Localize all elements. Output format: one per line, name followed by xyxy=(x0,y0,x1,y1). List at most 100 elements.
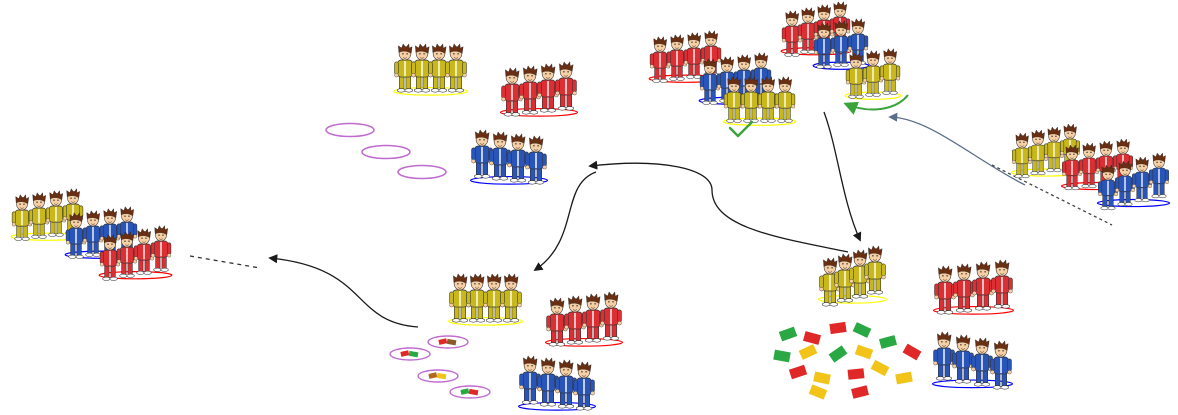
confetti-piece-9 xyxy=(878,335,898,349)
stage-incoming-mix-person xyxy=(1098,164,1118,211)
stage-empty-slots-person xyxy=(537,63,559,113)
merged-line-continuation xyxy=(189,255,261,269)
stage-incoming-mix-person xyxy=(1044,126,1064,173)
stage-empty-slots-ground-ring-3 xyxy=(470,175,549,185)
slot-card xyxy=(446,338,457,346)
confetti-piece-13 xyxy=(847,368,865,380)
filled-slot-ring-4 xyxy=(449,385,491,399)
confetti-piece-10 xyxy=(902,343,922,361)
stage-incoming-mix-person xyxy=(1079,142,1099,189)
stage-accepted-mix-person xyxy=(757,76,779,123)
stage-empty-slots-person xyxy=(501,67,523,117)
stage-random-mix-person xyxy=(952,334,974,384)
filled-slot-ring-2 xyxy=(427,335,469,349)
accept-arrow xyxy=(843,94,909,115)
stage-random-mix-person xyxy=(991,259,1013,309)
stage-empty-slots-person xyxy=(555,61,577,111)
stage-empty-slots-person xyxy=(471,129,493,179)
slot-card xyxy=(438,338,448,345)
stage-accepted-mix-ground-ring-17 xyxy=(722,117,797,126)
empty-slot-ring-2 xyxy=(361,144,411,160)
stage-filled-slots-person xyxy=(466,273,488,323)
slot-card xyxy=(400,350,410,357)
stage-filled-slots-person xyxy=(519,355,541,405)
stage-merged-line-person xyxy=(150,225,172,272)
stage-merged-line-ground-ring-9 xyxy=(98,271,173,280)
stage-empty-slots-person xyxy=(507,133,529,183)
people-groups xyxy=(10,1,1171,411)
stage-random-mix-ground-ring-12 xyxy=(931,379,1013,389)
confetti-piece-2 xyxy=(802,331,822,345)
confetti-piece-15 xyxy=(895,371,913,385)
stage-accepted-mix-person xyxy=(699,58,721,105)
stage-merged-line-person xyxy=(28,192,50,239)
filled-slot-ring-1 xyxy=(389,347,431,361)
stage-merged-line-person xyxy=(62,188,84,235)
slot-card xyxy=(436,372,447,380)
slot-card xyxy=(428,372,438,379)
slot-card xyxy=(460,388,470,395)
empty-slot-ring-3 xyxy=(397,164,447,180)
stage-random-mix-person xyxy=(864,245,886,295)
stage-incoming-mix-person xyxy=(1132,156,1152,203)
confetti-piece-14 xyxy=(870,359,890,377)
filled-slot-ring-3 xyxy=(417,369,459,383)
stage-filled-slots-ground-ring-5 xyxy=(544,337,623,347)
flow-arrows xyxy=(189,94,1113,328)
stage-merged-line-person xyxy=(11,194,33,241)
confetti-piece-3 xyxy=(829,321,847,335)
flow-arrow-filled-to-merged xyxy=(268,254,419,328)
stage-random-mix-person xyxy=(819,257,841,307)
stage-incoming-mix-ground-ring-21 xyxy=(1096,198,1171,208)
stage-incoming-mix-person xyxy=(1115,160,1135,207)
confetti-piece-4 xyxy=(852,322,872,338)
stage-filled-slots-ground-ring-4 xyxy=(448,316,524,326)
stage-empty-slots-ground-ring-2 xyxy=(500,107,579,117)
stage-empty-slots-person xyxy=(525,135,547,185)
confetti-piece-12 xyxy=(813,371,831,385)
stage-accepted-mix-person xyxy=(797,7,819,54)
confetti-piece-8 xyxy=(854,344,874,360)
stage-random-mix-person xyxy=(990,340,1012,390)
stage-filled-slots-person xyxy=(555,359,577,409)
stage-filled-slots-person xyxy=(573,361,595,411)
confetti-piece-1 xyxy=(778,326,798,342)
flow-arrow-accepted-to-random xyxy=(823,111,862,242)
confetti-piece-7 xyxy=(828,345,848,363)
confetti-piece-17 xyxy=(851,385,869,399)
stage-merged-line-person xyxy=(82,210,104,257)
confetti-piece-11 xyxy=(788,364,808,380)
empty-slot-ring-1 xyxy=(325,122,375,138)
stage-filled-slots-person xyxy=(600,291,622,341)
stage-random-mix-person xyxy=(972,261,994,311)
check-icon xyxy=(728,120,754,138)
incoming-line-continuation xyxy=(991,164,1113,226)
slot-card xyxy=(408,350,419,358)
stage-random-mix-person xyxy=(849,249,871,299)
stage-incoming-mix-person xyxy=(1062,144,1082,191)
stage-filled-slots-person xyxy=(564,295,586,345)
status-icons xyxy=(728,120,754,138)
stage-accepted-mix-ground-ring-16 xyxy=(812,61,870,70)
stage-filled-slots-ground-ring-6 xyxy=(517,401,596,411)
stage-accepted-mix-person xyxy=(774,76,796,123)
stage-random-mix-person xyxy=(971,337,993,387)
stage-empty-slots-person xyxy=(445,43,467,93)
stage-accepted-mix-person xyxy=(666,34,688,81)
flow-arrow-random-to-empty-slots xyxy=(588,160,849,253)
stage-random-mix-person xyxy=(953,263,975,313)
slot-rings xyxy=(325,122,491,399)
confetti-pile xyxy=(773,321,922,400)
confetti-piece-6 xyxy=(798,344,818,360)
stage-empty-slots-person xyxy=(519,65,541,115)
stage-accepted-mix-person xyxy=(879,48,901,95)
flow-arrow-incoming-to-accepted xyxy=(888,112,1026,186)
stage-random-mix-person xyxy=(933,331,955,381)
flow-arrow-empty-to-filled-slots xyxy=(533,171,597,272)
confetti-piece-5 xyxy=(773,349,791,363)
stage-random-mix-person xyxy=(934,265,956,315)
stage-random-mix-ground-ring-11 xyxy=(932,305,1014,315)
stage-merged-line-person xyxy=(45,190,67,237)
stage-accepted-mix-person xyxy=(723,76,745,123)
